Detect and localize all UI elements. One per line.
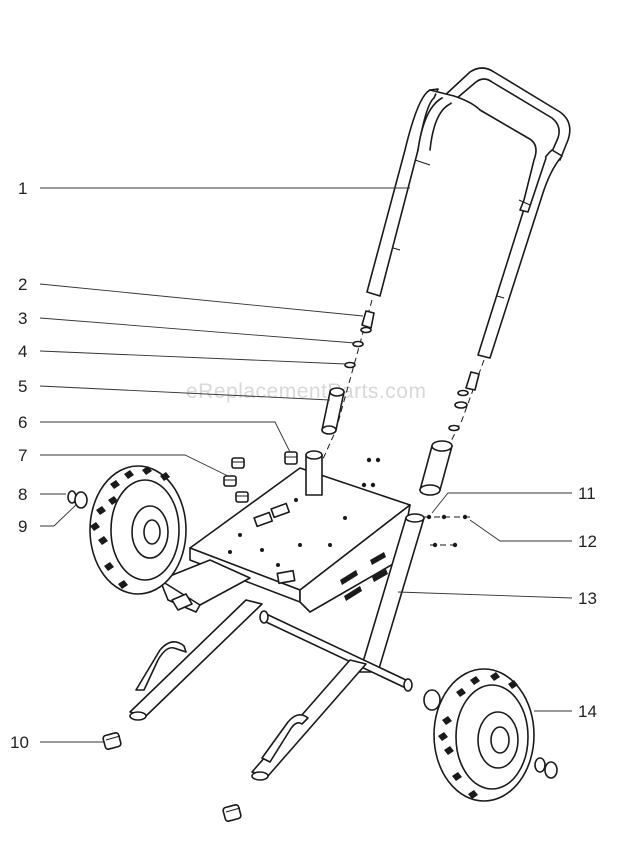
callout-4: 4: [18, 342, 27, 361]
foot-tray: [159, 559, 251, 613]
sleeve-right: [419, 440, 453, 496]
clip-right: [448, 424, 460, 432]
wheel-right: [433, 668, 535, 802]
callout-5: 5: [18, 377, 27, 396]
callout-10: 10: [10, 733, 29, 752]
callout-9: 9: [18, 517, 27, 536]
nut-6: [284, 451, 298, 465]
washer-right: [454, 401, 468, 409]
leg-frame: [129, 513, 425, 781]
bolts-11-12: [361, 457, 470, 548]
frame-tray: [189, 450, 411, 613]
knob-pin-right: [457, 371, 480, 397]
clip-left: [344, 361, 356, 369]
nuts-7: [223, 457, 249, 503]
wheel-left: [89, 465, 187, 595]
wheel-hardware-left: [67, 490, 88, 509]
wheel-hardware-right: [534, 757, 558, 779]
callout-11: 11: [578, 484, 596, 503]
cap-bottom: [222, 804, 242, 822]
sleeve-left: [321, 387, 345, 435]
cap-left: [102, 732, 122, 750]
callout-2: 2: [18, 275, 27, 294]
knob-pin-left: [360, 310, 375, 334]
leader-lines: [39, 187, 573, 743]
handle-assembly: [366, 67, 571, 359]
callout-3: 3: [18, 309, 27, 328]
callout-12: 12: [578, 532, 597, 551]
wheel-washer-right: [423, 689, 441, 711]
callout-6: 6: [18, 413, 27, 432]
callout-1: 1: [18, 179, 27, 198]
callout-14: 14: [578, 702, 597, 721]
callout-13: 13: [578, 589, 597, 608]
callout-7: 7: [18, 446, 27, 465]
washer-left: [352, 340, 364, 348]
watermark: eReplacementParts.com: [186, 380, 426, 403]
callout-8: 8: [18, 485, 27, 504]
